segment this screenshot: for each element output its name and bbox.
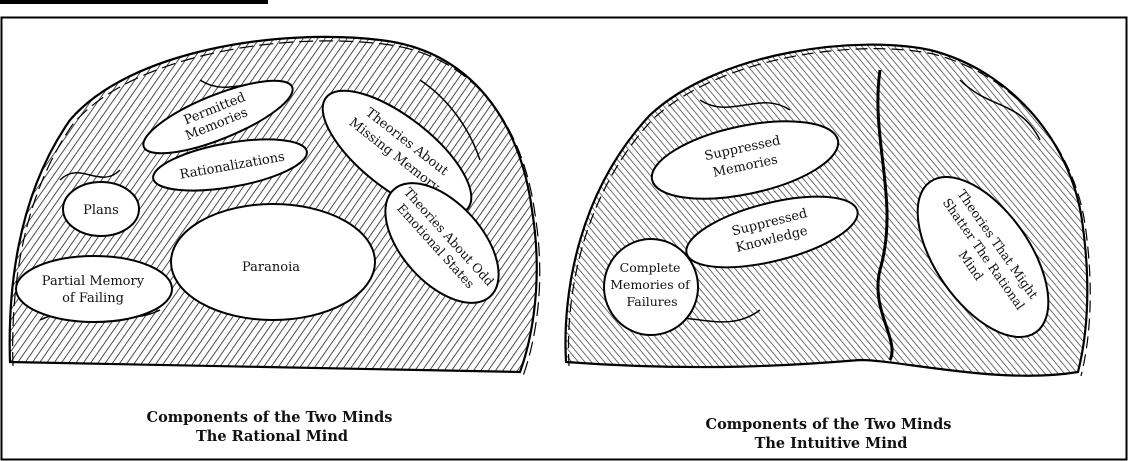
rational-caption-line1: Components of the Two Minds <box>147 409 393 426</box>
region-partial-memory: Partial Memory of Failing <box>16 256 172 322</box>
rational-caption-line2: The Rational Mind <box>196 428 348 445</box>
partial-line2: of Failing <box>62 291 124 306</box>
intuitive-caption: Components of the Two Minds The Intuitiv… <box>706 416 957 452</box>
complete-line3: Failures <box>626 294 677 309</box>
svg-text:Plans: Plans <box>83 203 119 218</box>
region-paranoia: Paranoia <box>171 204 375 320</box>
region-complete-memories: Complete Memories of Failures <box>604 239 698 335</box>
region-plans: Plans <box>63 182 139 236</box>
plans-label: Plans <box>83 203 119 218</box>
rational-caption: Components of the Two Minds The Rational… <box>147 409 398 445</box>
svg-text:Paranoia: Paranoia <box>242 260 300 275</box>
complete-line1: Complete <box>620 260 681 275</box>
intuitive-caption-line2: The Intuitive Mind <box>755 435 908 452</box>
intuitive-caption-line1: Components of the Two Minds <box>706 416 952 433</box>
complete-line2: Memories of <box>610 277 691 292</box>
paranoia-label: Paranoia <box>242 260 300 275</box>
header-bar <box>0 0 268 4</box>
partial-line1: Partial Memory <box>42 274 145 289</box>
